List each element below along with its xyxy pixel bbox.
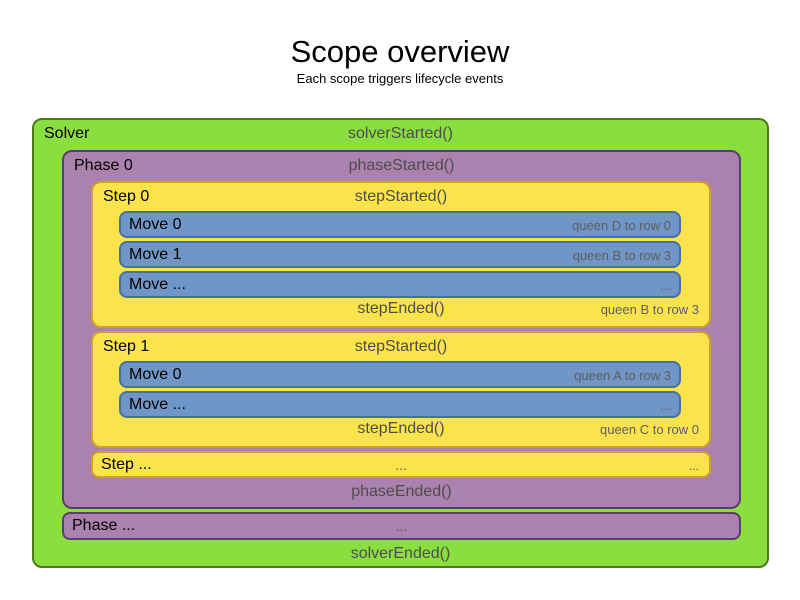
step0-header: Step 0 stepStarted() xyxy=(93,188,709,210)
step0-ended-event: stepEnded() xyxy=(357,300,445,317)
solver-scope-box: Solver solverStarted() Phase 0 phaseStar… xyxy=(32,118,769,568)
move-note: ... xyxy=(660,278,671,293)
step0-scope-box: Step 0 stepStarted() Move 0 queen D to r… xyxy=(91,181,711,328)
step0-footer: stepEnded() queen B to row 3 xyxy=(93,300,709,322)
solver-footer: solverEnded() xyxy=(34,545,767,567)
solver-started-event: solverStarted() xyxy=(348,125,453,142)
phase-more-label: Phase ... xyxy=(72,517,136,534)
move-note: ... xyxy=(660,398,671,413)
move-note: queen D to row 0 xyxy=(571,218,671,233)
step1-move-0-box: Move 0 queen A to row 3 xyxy=(119,361,681,388)
step0-move-0-box: Move 0 queen D to row 0 xyxy=(119,211,681,238)
step-more-label: Step ... xyxy=(101,456,152,473)
page-title: Scope overview xyxy=(290,34,510,69)
step0-label: Step 0 xyxy=(103,188,150,205)
phase0-label: Phase 0 xyxy=(74,157,133,174)
phase0-footer: phaseEnded() xyxy=(64,483,739,505)
phase-more-center-ellipsis: ... xyxy=(395,518,408,534)
phase-ended-event: phaseEnded() xyxy=(351,483,452,500)
step1-ended-event: stepEnded() xyxy=(357,420,445,437)
step1-started-event: stepStarted() xyxy=(354,338,448,355)
step-more-bar: Step ... ... ... xyxy=(91,451,711,478)
move-label: Move 0 xyxy=(129,216,182,233)
move-label: Move ... xyxy=(129,396,186,413)
phase0-scope-box: Phase 0 phaseStarted() Step 0 stepStarte… xyxy=(62,150,741,509)
step-more-right-ellipsis: ... xyxy=(688,459,699,473)
step1-label: Step 1 xyxy=(103,338,150,355)
move-label: Move 1 xyxy=(129,246,182,263)
step-more-center-ellipsis: ... xyxy=(395,457,407,473)
step0-ended-note: queen B to row 3 xyxy=(600,302,699,317)
step1-move-more-box: Move ... ... xyxy=(119,391,681,418)
phase0-header: Phase 0 phaseStarted() xyxy=(64,157,739,179)
step1-scope-box: Step 1 stepStarted() Move 0 queen A to r… xyxy=(91,331,711,448)
step1-footer: stepEnded() queen C to row 0 xyxy=(93,420,709,442)
page-subtitle: Each scope triggers lifecycle events xyxy=(296,71,504,86)
move-note: queen B to row 3 xyxy=(572,248,671,263)
move-label: Move 0 xyxy=(129,366,182,383)
move-label: Move ... xyxy=(129,276,186,293)
solver-ended-event: solverEnded() xyxy=(350,545,451,562)
step0-move-1-box: Move 1 queen B to row 3 xyxy=(119,241,681,268)
step0-move-more-box: Move ... ... xyxy=(119,271,681,298)
solver-label: Solver xyxy=(44,125,90,142)
phase-more-bar: Phase ... ... xyxy=(62,512,741,540)
phase-started-event: phaseStarted() xyxy=(348,157,455,174)
move-note: queen A to row 3 xyxy=(574,368,671,383)
solver-header: Solver solverStarted() xyxy=(34,125,767,147)
step1-header: Step 1 stepStarted() xyxy=(93,338,709,360)
step0-started-event: stepStarted() xyxy=(354,188,448,205)
step1-ended-note: queen C to row 0 xyxy=(599,422,699,437)
